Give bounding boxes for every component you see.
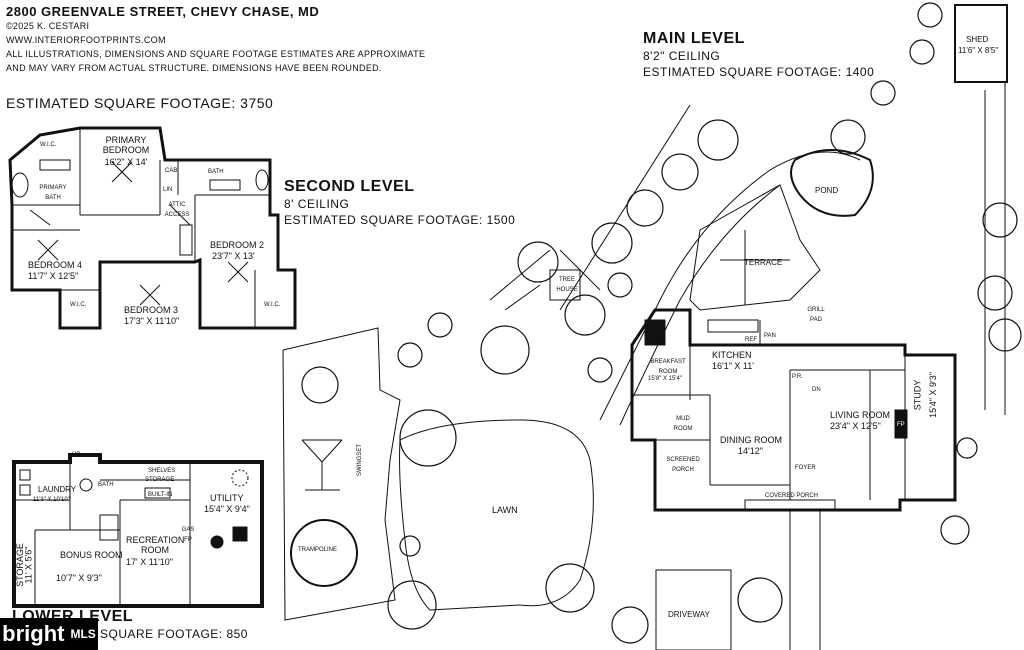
room-covered-porch: COVERED PORCH bbox=[765, 493, 819, 499]
room-shelves: SHELVES bbox=[148, 468, 176, 474]
room-laundry-dim: 11'3" X 10'10" bbox=[33, 497, 70, 503]
main-level-heading: MAIN LEVEL 8'2" CEILING ESTIMATED SQUARE… bbox=[643, 30, 874, 80]
second-level-plan bbox=[8, 126, 297, 330]
room-wic-2: W.I.C. bbox=[70, 302, 87, 308]
room-bonus-dim: 10'7" X 9'3" bbox=[56, 573, 102, 583]
room-breakfast: BREAKFAST ROOM bbox=[650, 359, 686, 375]
room-bedroom-3: BEDROOM 3 bbox=[124, 305, 179, 315]
room-living-dim: 23'4" X 12'5" bbox=[830, 421, 881, 431]
room-terrace: TERRACE bbox=[744, 258, 783, 267]
watermark-brand: bright bbox=[2, 621, 65, 646]
area-trampoline: TRAMPOLINE bbox=[298, 547, 338, 553]
room-wic-3: W.I.C. bbox=[264, 302, 281, 308]
second-level-title: SECOND LEVEL bbox=[284, 178, 415, 195]
room-primary-bedroom-dim: 16'2" X 14' bbox=[104, 157, 148, 167]
address: 2800 GREENVALE STREET, CHEVY CHASE, MD bbox=[6, 4, 320, 19]
room-tree-house: TREE HOUSE bbox=[556, 277, 578, 293]
room-dining-dim: 14'12" bbox=[738, 446, 763, 456]
room-pond: POND bbox=[815, 186, 839, 195]
main-level-sqft: ESTIMATED SQUARE FOOTAGE: 1400 bbox=[643, 65, 875, 79]
room-utility: UTILITY bbox=[210, 493, 244, 503]
watermark-suffix: MLS bbox=[70, 627, 96, 641]
room-lower-bath: BATH bbox=[98, 482, 114, 488]
main-level-title: MAIN LEVEL bbox=[643, 30, 745, 47]
room-living: LIVING ROOM bbox=[830, 410, 891, 420]
room-pan: PAN bbox=[764, 333, 776, 339]
main-level-ceiling: 8'2" CEILING bbox=[643, 49, 721, 63]
room-shed: SHED bbox=[966, 35, 989, 44]
room-built-in: BUILT-IN bbox=[148, 492, 173, 498]
room-storage-side-dim: 11' X 5'6" bbox=[23, 546, 34, 584]
lower-level-sqft: SQUARE FOOTAGE: 850 bbox=[100, 627, 248, 641]
area-swingset: SWINGSET bbox=[357, 443, 364, 477]
website: WWW.INTERIORFOOTPRINTS.COM bbox=[6, 35, 166, 45]
room-shed-dim: 11'6" X 8'5" bbox=[958, 46, 999, 55]
room-study: STUDY bbox=[912, 379, 923, 411]
trees bbox=[301, 2, 1022, 644]
room-bedroom-2: BEDROOM 2 bbox=[210, 240, 265, 250]
room-bedroom-4: BEDROOM 4 bbox=[28, 260, 83, 270]
room-mud-room: MUD ROOM bbox=[673, 416, 693, 432]
main-level-plan bbox=[489, 4, 1008, 650]
copyright: ©2025 K. CESTARI bbox=[6, 21, 90, 31]
total-sqft: ESTIMATED SQUARE FOOTAGE: 3750 bbox=[6, 95, 274, 111]
room-utility-dim: 15'4" X 9'4" bbox=[204, 504, 250, 514]
room-foyer: FOYER bbox=[795, 465, 816, 471]
room-dining: DINING ROOM bbox=[720, 435, 782, 445]
room-wic-1: W.I.C. bbox=[40, 142, 57, 148]
label-fp: FP bbox=[897, 422, 905, 428]
room-bedroom-2-dim: 23'7" X 13' bbox=[212, 251, 255, 261]
room-bonus: BONUS ROOM bbox=[60, 550, 123, 560]
header-block: 2800 GREENVALE STREET, CHEVY CHASE, MD ©… bbox=[6, 4, 425, 111]
room-primary-bedroom: PRIMARY BEDROOM bbox=[102, 135, 150, 155]
label-ref: REF bbox=[745, 337, 757, 343]
label-gas-fp: GAS FP bbox=[181, 527, 195, 543]
room-recreation-dim: 17' X 11'10" bbox=[126, 557, 173, 567]
label-dn: DN bbox=[812, 387, 821, 393]
area-lawn: LAWN bbox=[492, 505, 518, 515]
room-bedroom-3-dim: 17'3" X 11'10" bbox=[124, 316, 180, 326]
disclaimer-line-1: ALL ILLUSTRATIONS, DIMENSIONS AND SQUARE… bbox=[6, 49, 426, 59]
room-grill-pad: GRILL PAD bbox=[807, 307, 825, 323]
label-up: UP bbox=[72, 452, 81, 458]
area-driveway: DRIVEWAY bbox=[668, 610, 710, 619]
room-pr: P.R. bbox=[792, 374, 803, 380]
mls-watermark: bright MLS bbox=[0, 618, 98, 650]
room-breakfast-dim: 15'8" X 15'4" bbox=[648, 376, 682, 382]
lower-level-plan bbox=[12, 453, 264, 608]
second-level-heading: SECOND LEVEL 8' CEILING ESTIMATED SQUARE… bbox=[284, 178, 515, 228]
room-primary-bath: PRIMARY BATH bbox=[39, 185, 67, 201]
room-storage-top: STORAGE bbox=[145, 477, 175, 483]
second-level-sqft: ESTIMATED SQUARE FOOTAGE: 1500 bbox=[284, 213, 516, 227]
room-study-dim: 15'4" X 9'3" bbox=[927, 372, 938, 418]
yard-play-area bbox=[282, 327, 401, 621]
room-bedroom-4-dim: 11'7" X 12'5" bbox=[28, 271, 79, 281]
second-level-ceiling: 8' CEILING bbox=[284, 197, 350, 211]
room-cab: CAB bbox=[165, 168, 178, 174]
room-kitchen: KITCHEN bbox=[712, 350, 752, 360]
room-screened-porch: SCREENED PORCH bbox=[666, 457, 700, 473]
disclaimer-line-2: AND MAY VARY FROM ACTUAL STRUCTURE. DIME… bbox=[6, 63, 382, 73]
room-lin: LIN bbox=[163, 187, 173, 193]
room-recreation: RECREATION ROOM bbox=[126, 535, 185, 555]
room-kitchen-dim: 16'1" X 11' bbox=[712, 361, 754, 371]
room-bath-2: BATH bbox=[208, 169, 224, 175]
room-laundry: LAUNDRY bbox=[38, 485, 77, 494]
room-attic-access: ATTIC ACCESS bbox=[164, 202, 190, 218]
